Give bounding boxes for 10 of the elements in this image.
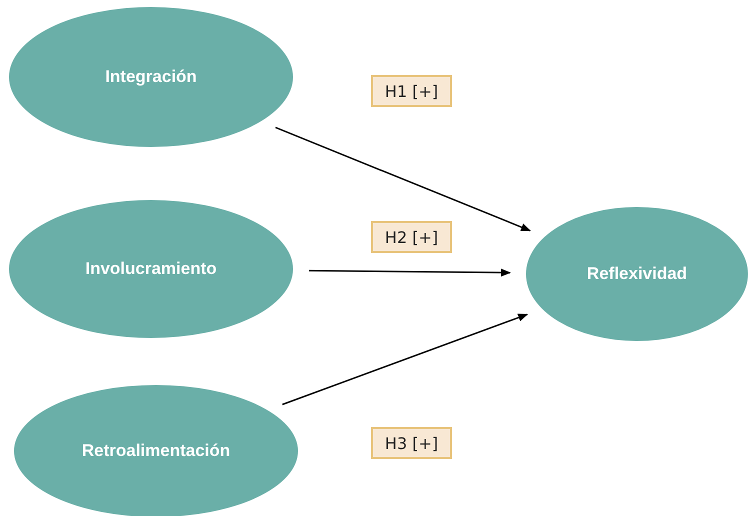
edge-label: H3 [+] [371,427,452,459]
edge-label: H2 [+] [371,221,452,253]
arrow [282,314,528,406]
node-label: Reflexividad [586,264,688,284]
edge-label: H1 [+] [371,75,452,107]
arrow [275,126,531,232]
arrow [308,268,512,277]
node-label: Retroalimentación [82,441,230,461]
node-label: Integración [105,67,197,87]
node-label: Involucramiento [85,259,217,279]
